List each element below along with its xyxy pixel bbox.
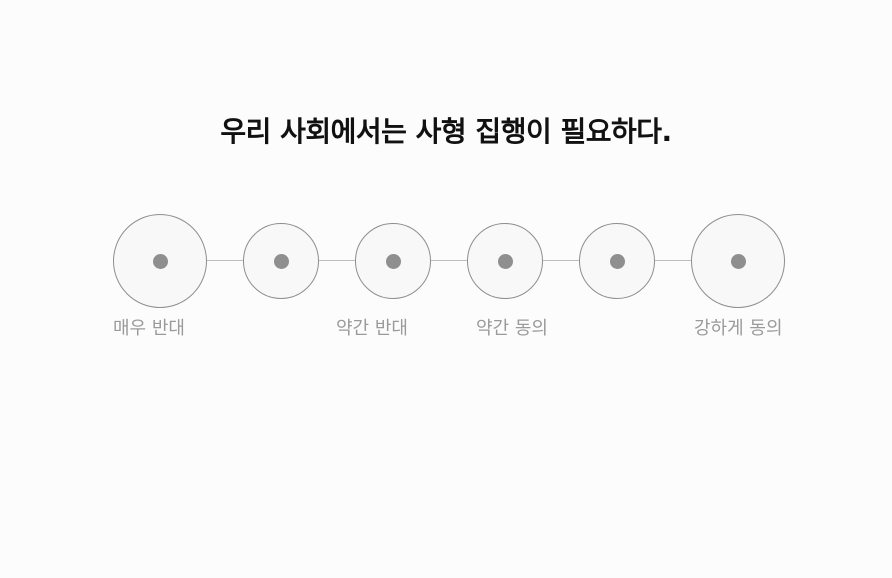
option-label-strongly-agree: 강하게 동의: [694, 318, 783, 339]
question-title: 우리 사회에서는 사형 집행이 필요하다.: [220, 115, 672, 148]
option-dot: [385, 253, 401, 269]
option-label-slightly-agree: 약간 동의: [476, 318, 548, 339]
option-dot: [152, 253, 168, 269]
option-dot: [273, 253, 289, 269]
scale-track: [160, 260, 738, 261]
option-disagree[interactable]: [243, 223, 319, 299]
option-slightly-agree[interactable]: [467, 223, 543, 299]
option-slightly-disagree[interactable]: [355, 223, 431, 299]
option-label-strongly-disagree: 매우 반대: [113, 318, 185, 339]
option-dot: [730, 253, 746, 269]
option-agree[interactable]: [579, 223, 655, 299]
option-dot: [609, 253, 625, 269]
option-dot: [497, 253, 513, 269]
option-label-slightly-disagree: 약간 반대: [336, 318, 408, 339]
option-strongly-agree[interactable]: [691, 214, 785, 308]
option-strongly-disagree[interactable]: [113, 214, 207, 308]
